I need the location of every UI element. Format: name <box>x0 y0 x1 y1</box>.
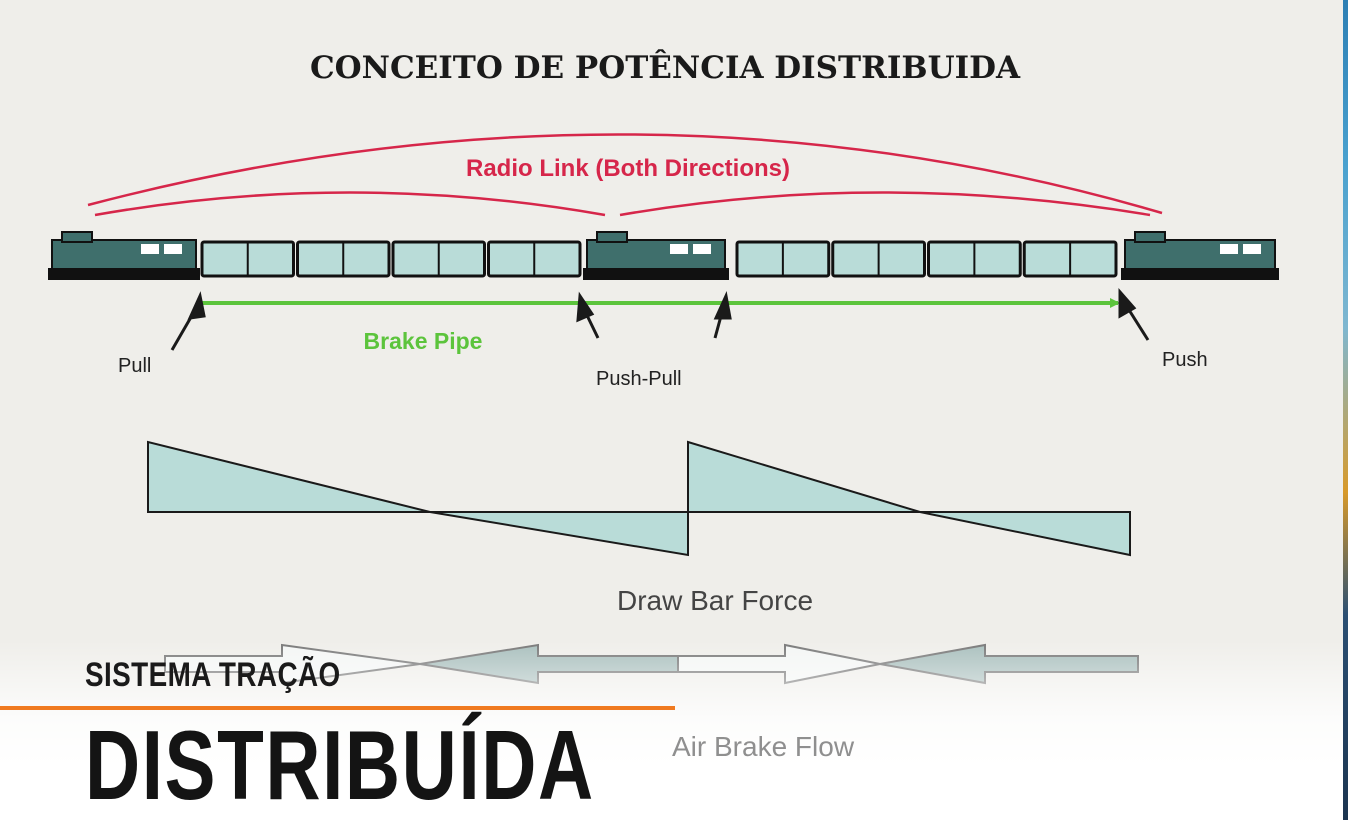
locomotive-truck <box>48 268 200 280</box>
push-label: Push <box>1162 349 1208 371</box>
brake-pipe-label: Brake Pipe <box>364 328 483 354</box>
radio-link-arcs <box>87 133 1163 217</box>
draw-bar-force-graph <box>147 440 1131 557</box>
slide-subtitle: SISTEMA TRAÇÃO <box>85 656 341 694</box>
locomotive-truck <box>1121 268 1279 280</box>
pull-label: Pull <box>118 355 151 377</box>
locomotive-window <box>1220 244 1238 254</box>
locomotive-window <box>141 244 159 254</box>
slide-heading: DISTRIBUÍDA <box>85 710 595 820</box>
locomotive-window <box>164 244 182 254</box>
locomotive-truck <box>583 268 729 280</box>
push-pull-label: Push-Pull <box>596 368 682 390</box>
edge-photo-strip <box>1343 0 1348 820</box>
draw-bar-force-label: Draw Bar Force <box>617 585 813 616</box>
pointer-arrows <box>170 288 1150 351</box>
locomotive-window <box>670 244 688 254</box>
air-brake-flow-label: Air Brake Flow <box>672 731 855 762</box>
radio-link-label: Radio Link (Both Directions) <box>466 155 790 182</box>
locomotive-cab <box>596 231 628 243</box>
locomotive-cab <box>61 231 93 243</box>
train <box>48 231 1279 280</box>
orange-divider <box>0 706 675 710</box>
diagram-title: CONCEITO DE POTÊNCIA DISTRIBUIDA <box>310 48 1021 86</box>
bottom-fade <box>0 640 1343 820</box>
locomotive-window <box>1243 244 1261 254</box>
locomotive-cab <box>1134 231 1166 243</box>
locomotive-window <box>693 244 711 254</box>
